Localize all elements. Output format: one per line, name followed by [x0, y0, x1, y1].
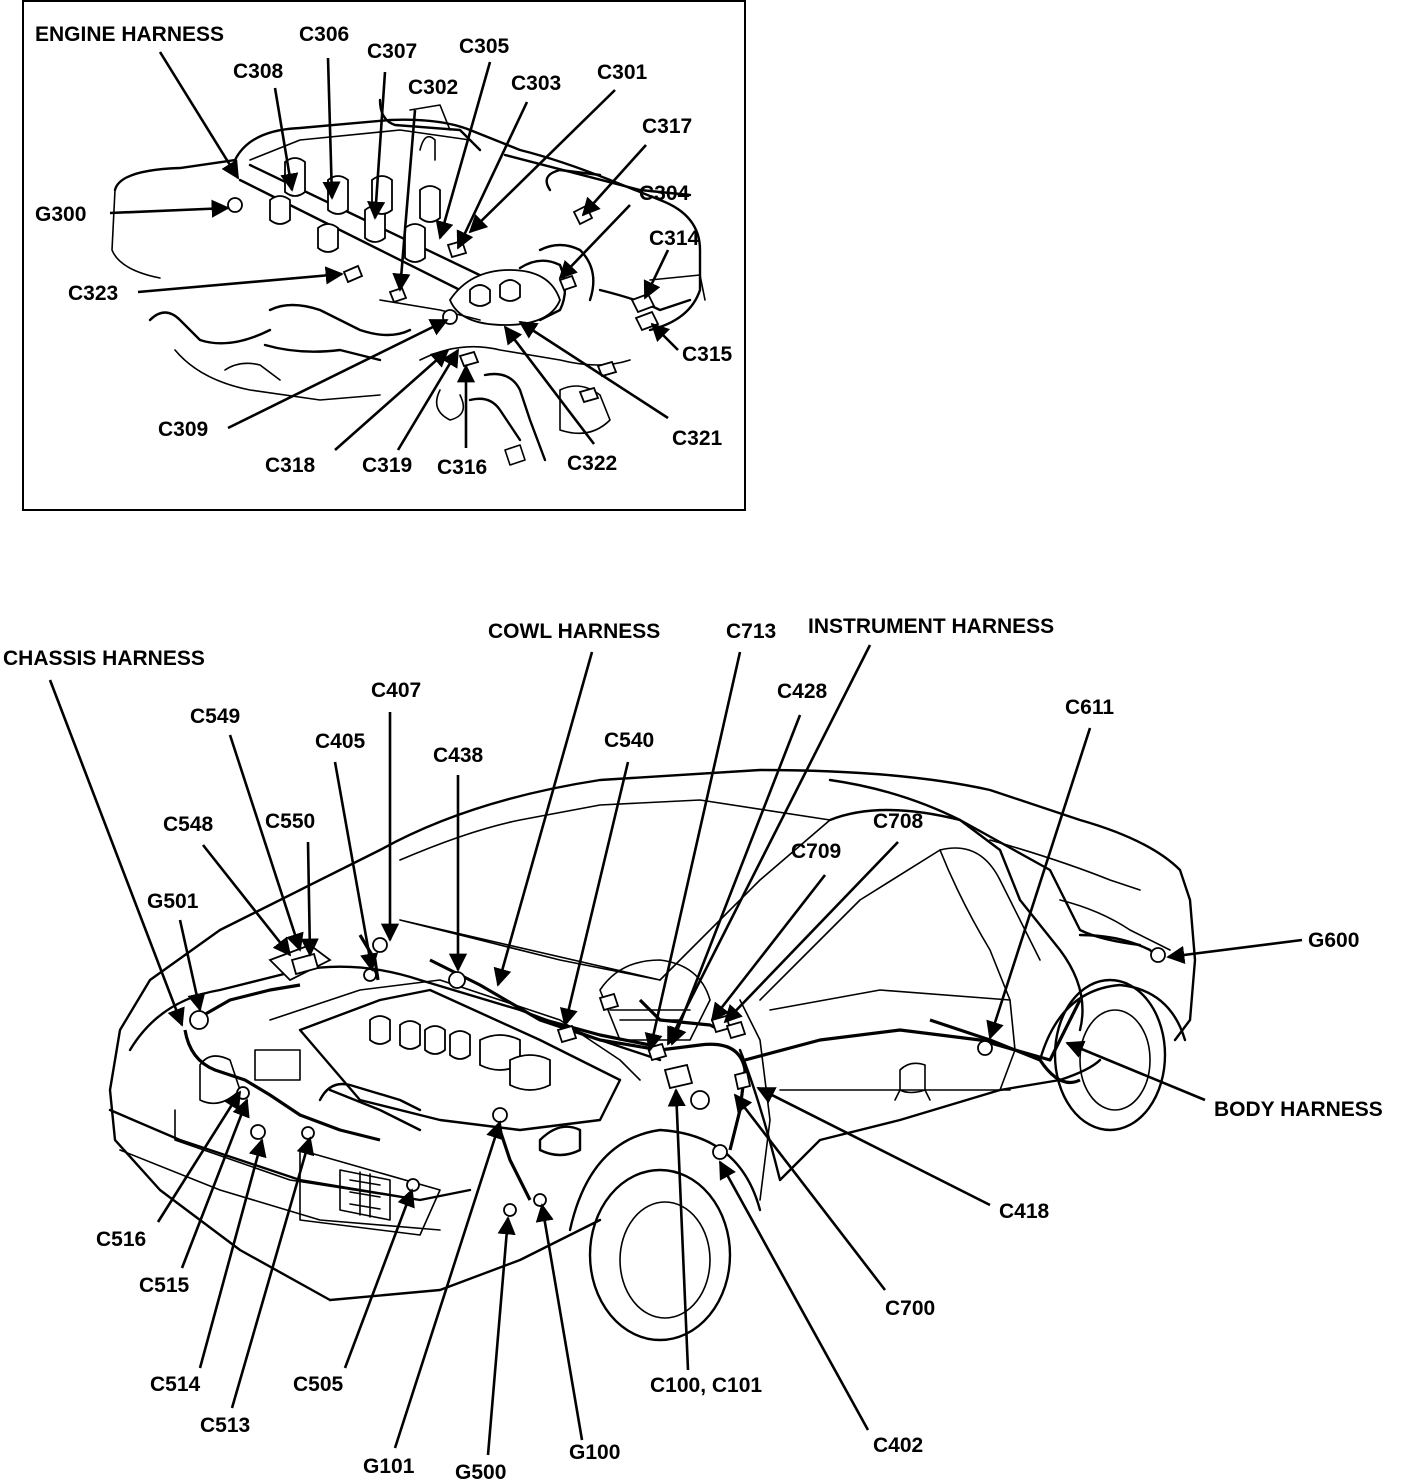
label-g501: G501 [147, 890, 199, 913]
label-c305: C305 [459, 35, 510, 58]
label-c516: C516 [96, 1228, 146, 1251]
label-g100: G100 [569, 1441, 620, 1464]
label-body-harness: BODY HARNESS [1214, 1098, 1383, 1121]
engine-inset-frame [22, 0, 746, 511]
label-g500: G500 [455, 1461, 506, 1482]
label-c321: C321 [672, 427, 723, 450]
label-engine-harness: ENGINE HARNESS [35, 23, 224, 46]
label-c514: C514 [150, 1373, 201, 1396]
label-c303: C303 [511, 72, 561, 95]
label-c302: C302 [408, 76, 458, 99]
label-chassis-harness: CHASSIS HARNESS [3, 647, 205, 670]
label-instrument-harness: INSTRUMENT HARNESS [808, 615, 1054, 638]
spark-plug-coils [269, 157, 441, 263]
front-wheel [568, 1128, 762, 1342]
label-c513: C513 [200, 1414, 250, 1437]
label-c700: C700 [885, 1297, 935, 1320]
label-c548: C548 [163, 813, 214, 836]
label-c713: C713 [726, 620, 776, 643]
vehicle-leader-lines [48, 644, 1303, 1456]
label-c304: C304 [639, 182, 690, 205]
label-g300: G300 [35, 203, 86, 226]
label-c709: C709 [791, 840, 841, 863]
label-c611: C611 [1065, 696, 1114, 719]
label-c314: C314 [649, 227, 700, 250]
label-c505: C505 [293, 1373, 344, 1396]
rear-wheel [1038, 978, 1187, 1132]
connector-marks [189, 937, 1166, 1217]
harness-routing [183, 934, 1082, 1201]
label-c549: C549 [190, 705, 240, 728]
label-g101: G101 [363, 1455, 415, 1478]
label-c308: C308 [233, 60, 284, 83]
engine-bay [199, 988, 622, 1157]
label-g600: G600 [1308, 929, 1359, 952]
label-c301: C301 [597, 61, 648, 84]
label-c307: C307 [367, 40, 417, 63]
label-c306: C306 [299, 23, 349, 46]
label-c316: C316 [437, 456, 487, 479]
label-c402: C402 [873, 1434, 923, 1457]
label-c438: C438 [433, 744, 484, 767]
label-c515: C515 [139, 1274, 190, 1297]
label-c323: C323 [68, 282, 118, 305]
label-c708: C708 [873, 810, 924, 833]
label-c322: C322 [567, 452, 617, 475]
label-cowl-harness: COWL HARNESS [488, 620, 660, 643]
label-c100-c101: C100, C101 [650, 1374, 762, 1397]
label-c315: C315 [682, 343, 733, 366]
label-c550: C550 [265, 810, 315, 833]
label-c319: C319 [362, 454, 412, 477]
label-c317: C317 [642, 115, 692, 138]
engine-drawing [111, 98, 706, 466]
label-c405: C405 [315, 730, 366, 753]
engine-leader-lines [109, 51, 679, 451]
vehicle-drawing [108, 768, 1197, 1342]
label-c407: C407 [371, 679, 421, 702]
label-c418: C418 [999, 1200, 1050, 1223]
label-c309: C309 [158, 418, 208, 441]
label-c540: C540 [604, 729, 654, 752]
label-c428: C428 [777, 680, 828, 703]
label-c318: C318 [265, 454, 316, 477]
